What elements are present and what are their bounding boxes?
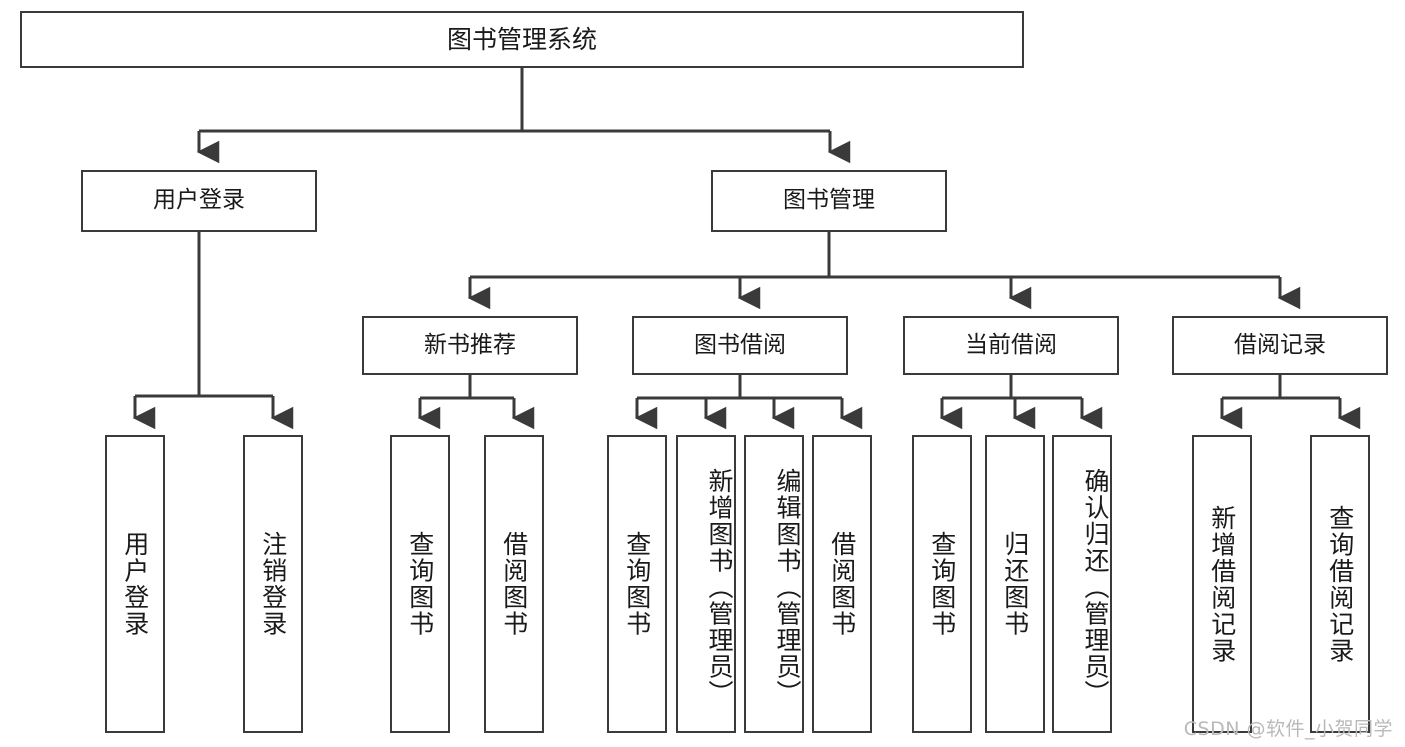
node-leaf-borrow-book-2[interactable]: 借阅图书 xyxy=(812,435,872,733)
node-book-borrow[interactable]: 图书借阅 xyxy=(632,316,848,375)
node-leaf-confirm-return[interactable]: 确认归还（管理员） xyxy=(1052,435,1112,733)
node-leaf-query-book-2[interactable]: 查询图书 xyxy=(607,435,667,733)
node-label: 新增图书（管理员） xyxy=(705,467,734,707)
node-root-system[interactable]: 图书管理系统 xyxy=(20,11,1024,68)
node-label: 图书管理 xyxy=(783,187,875,214)
node-book-manage[interactable]: 图书管理 xyxy=(711,170,947,232)
node-label: 借阅图书 xyxy=(499,531,529,637)
node-label: 注销登录 xyxy=(258,531,288,637)
node-borrow-record[interactable]: 借阅记录 xyxy=(1172,316,1388,375)
node-leaf-add-record[interactable]: 新增借阅记录 xyxy=(1192,435,1252,733)
node-label: 图书借阅 xyxy=(694,331,786,358)
node-new-book-recommend[interactable]: 新书推荐 xyxy=(362,316,578,375)
node-label: 编辑图书（管理员） xyxy=(773,467,802,707)
node-label: 查询图书 xyxy=(405,531,435,637)
node-label: 新书推荐 xyxy=(424,331,516,358)
node-leaf-query-book-1[interactable]: 查询图书 xyxy=(390,435,450,733)
node-label: 归还图书 xyxy=(1000,531,1030,637)
node-label: 借阅记录 xyxy=(1234,331,1326,358)
node-leaf-edit-book[interactable]: 编辑图书（管理员） xyxy=(744,435,804,733)
node-leaf-return-book[interactable]: 归还图书 xyxy=(985,435,1045,733)
node-leaf-borrow-book-1[interactable]: 借阅图书 xyxy=(484,435,544,733)
node-label: 借阅图书 xyxy=(827,531,857,637)
node-label: 图书管理系统 xyxy=(446,24,597,54)
node-label: 新增借阅记录 xyxy=(1207,504,1237,664)
node-leaf-query-record[interactable]: 查询借阅记录 xyxy=(1310,435,1370,733)
node-current-borrow[interactable]: 当前借阅 xyxy=(903,316,1119,375)
node-leaf-query-book-3[interactable]: 查询图书 xyxy=(912,435,972,733)
node-leaf-user-login[interactable]: 用户登录 xyxy=(105,435,165,733)
node-label: 查询图书 xyxy=(927,531,957,637)
node-label: 用户登录 xyxy=(120,531,150,637)
node-leaf-logout[interactable]: 注销登录 xyxy=(243,435,303,733)
node-label: 确认归还（管理员） xyxy=(1081,467,1110,707)
watermark-text: CSDN @软件_小贺同学 xyxy=(1183,718,1393,740)
node-label: 查询图书 xyxy=(622,531,652,637)
node-leaf-add-book[interactable]: 新增图书（管理员） xyxy=(676,435,736,733)
node-label: 查询借阅记录 xyxy=(1325,504,1355,664)
node-label: 当前借阅 xyxy=(965,331,1057,358)
node-label: 用户登录 xyxy=(153,187,245,214)
node-user-login[interactable]: 用户登录 xyxy=(81,170,317,232)
